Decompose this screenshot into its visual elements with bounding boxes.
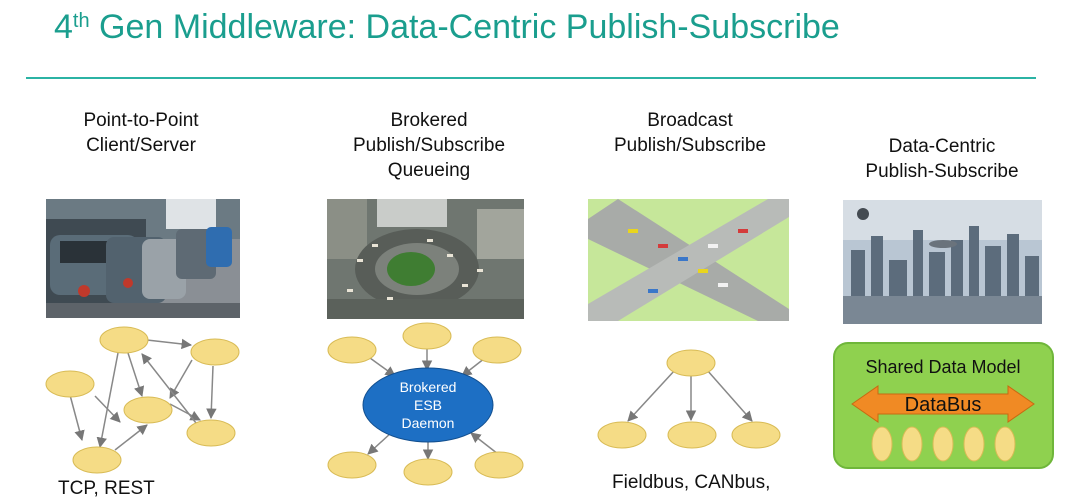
broadcast-protocols: Fieldbus, CANbus, [612,472,771,493]
edge [367,431,393,455]
highway-photo [588,199,789,321]
edge [461,357,486,377]
databus-label: DataBus [905,394,982,416]
node [474,451,524,479]
shared-data-model-box: Shared Data Model DataBus [833,342,1054,469]
edge [169,359,193,399]
broker-label-line-2: ESB [414,397,442,413]
roundabout-photo [327,199,524,319]
node [327,336,377,364]
p2p-nodes [45,326,240,474]
broadcast-edges [627,369,753,422]
edge [96,352,119,449]
broker-label-line-3: Daemon [402,415,455,431]
label-line: Point-to-Point [83,110,199,131]
label-line: Broadcast [647,110,733,131]
node [963,426,985,462]
edge [206,365,217,420]
brokered-edges [367,349,499,461]
edge [141,353,197,424]
title-number: 4 [54,8,73,46]
edge [169,403,201,421]
column-label-broadcast: Broadcast Publish/Subscribe [590,108,790,158]
node [190,338,240,366]
label-line: Client/Server [86,135,196,156]
node [871,426,893,462]
node [731,421,781,449]
brokered-nodes [327,322,524,486]
edge [114,424,148,451]
node [932,426,954,462]
label-line: Publish/Subscribe [352,135,506,156]
broker-node [362,367,494,443]
node [72,446,122,474]
p2p-diagram [69,338,217,451]
traffic-photo [46,199,240,318]
node [901,426,923,462]
node [666,349,716,377]
edge [69,394,85,442]
node [667,421,717,449]
title-text: Gen Middleware: Data-Centric Publish-Sub… [89,8,840,46]
edge [127,352,145,397]
label-line: Queueing [387,160,471,181]
broker-label-line-1: Brokered [400,379,457,395]
city-photo [843,200,1042,324]
label-line: Publish-Subscribe [865,161,1019,182]
broadcast-nodes [597,349,781,449]
data-model-title: Shared Data Model [865,357,1020,377]
node [123,396,173,424]
edge [627,369,676,422]
label-line: Publish/Subscribe [613,135,767,156]
node [186,419,236,447]
label-line: Brokered [390,110,468,131]
slide-title: 4th Gen Middleware: Data-Centric Publish… [54,8,840,47]
title-ordinal: th [72,10,90,32]
p2p-protocols: TCP, REST [58,478,155,499]
node [327,451,377,479]
node [472,336,522,364]
node [99,326,149,354]
label-line: Data-Centric [888,136,996,157]
edge [369,357,396,377]
column-label-p2p: Point-to-Point Client/Server [41,108,241,158]
edge [470,432,499,455]
title-divider [26,77,1036,79]
column-label-brokered: Brokered Publish/Subscribe Queueing [329,108,529,183]
databus-arrow [851,385,1035,423]
node [403,458,453,486]
node [402,322,452,350]
edge [146,338,193,350]
node [994,426,1016,462]
column-label-datacentric: Data-Centric Publish-Subscribe [842,134,1042,184]
edge [706,369,753,422]
node [597,421,647,449]
node [45,370,95,398]
databus-nodes [871,426,1016,462]
